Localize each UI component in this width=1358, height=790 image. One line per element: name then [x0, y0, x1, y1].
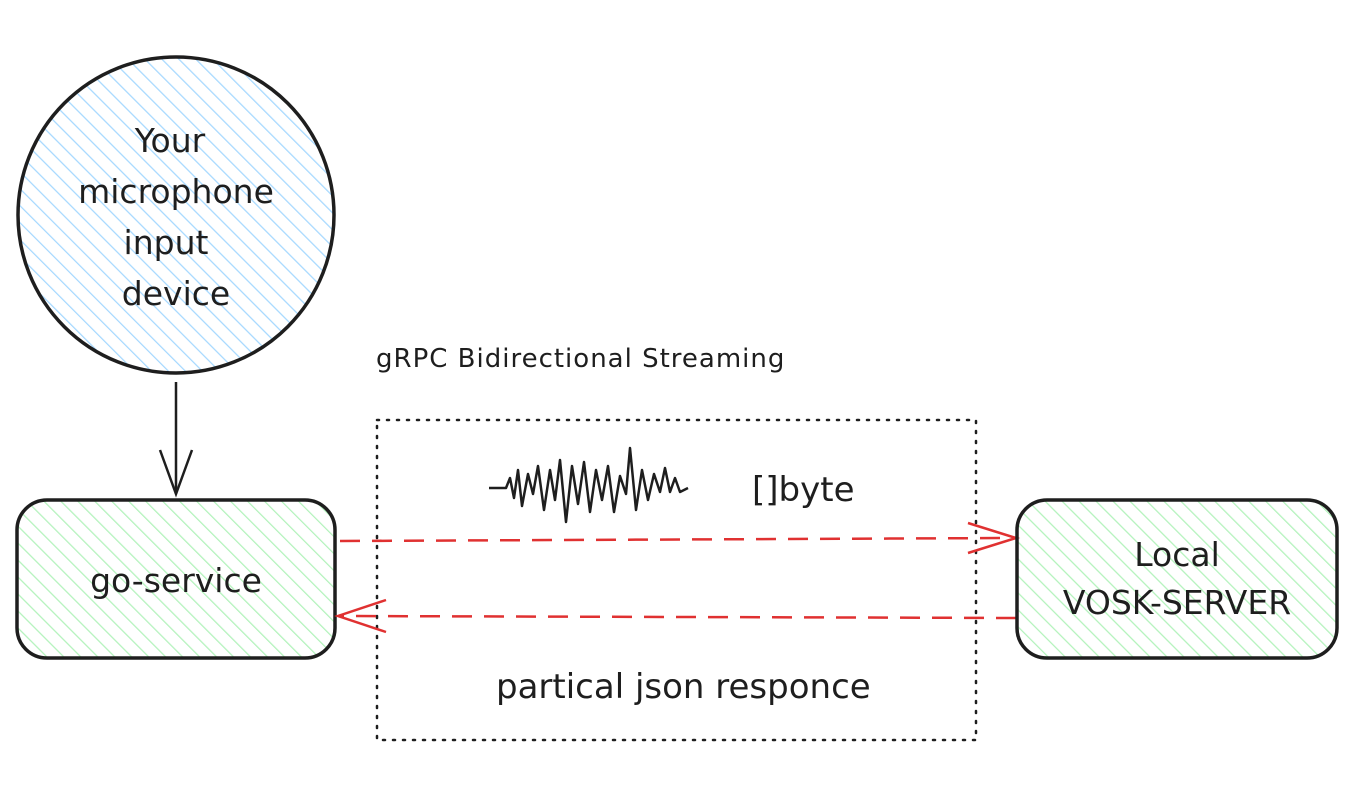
vosk-server-node: Local VOSK-SERVER	[1015, 498, 1339, 660]
microphone-label-line-3: input	[124, 223, 209, 262]
go-service-label: go-service	[90, 561, 262, 600]
request-arrow	[339, 521, 1021, 555]
vosk-server-label-line-1: Local	[1134, 535, 1220, 574]
waveform-icon	[489, 446, 689, 524]
vosk-server-label-line-2: VOSK-SERVER	[1063, 583, 1291, 622]
microphone-label-line-1: Your	[134, 121, 206, 160]
microphone-node: Your microphone input device	[16, 55, 336, 375]
stream-caption: gRPC Bidirectional Streaming	[376, 344, 785, 374]
mic-to-service-arrow	[158, 382, 194, 498]
request-payload-label: []byte	[752, 470, 854, 510]
response-arrow	[334, 598, 1017, 634]
response-payload-label: partical json responce	[496, 667, 871, 707]
stream-box	[375, 418, 978, 742]
microphone-label-line-2: microphone	[78, 172, 274, 211]
microphone-label-line-4: device	[122, 274, 230, 313]
go-service-node: go-service	[15, 498, 337, 660]
